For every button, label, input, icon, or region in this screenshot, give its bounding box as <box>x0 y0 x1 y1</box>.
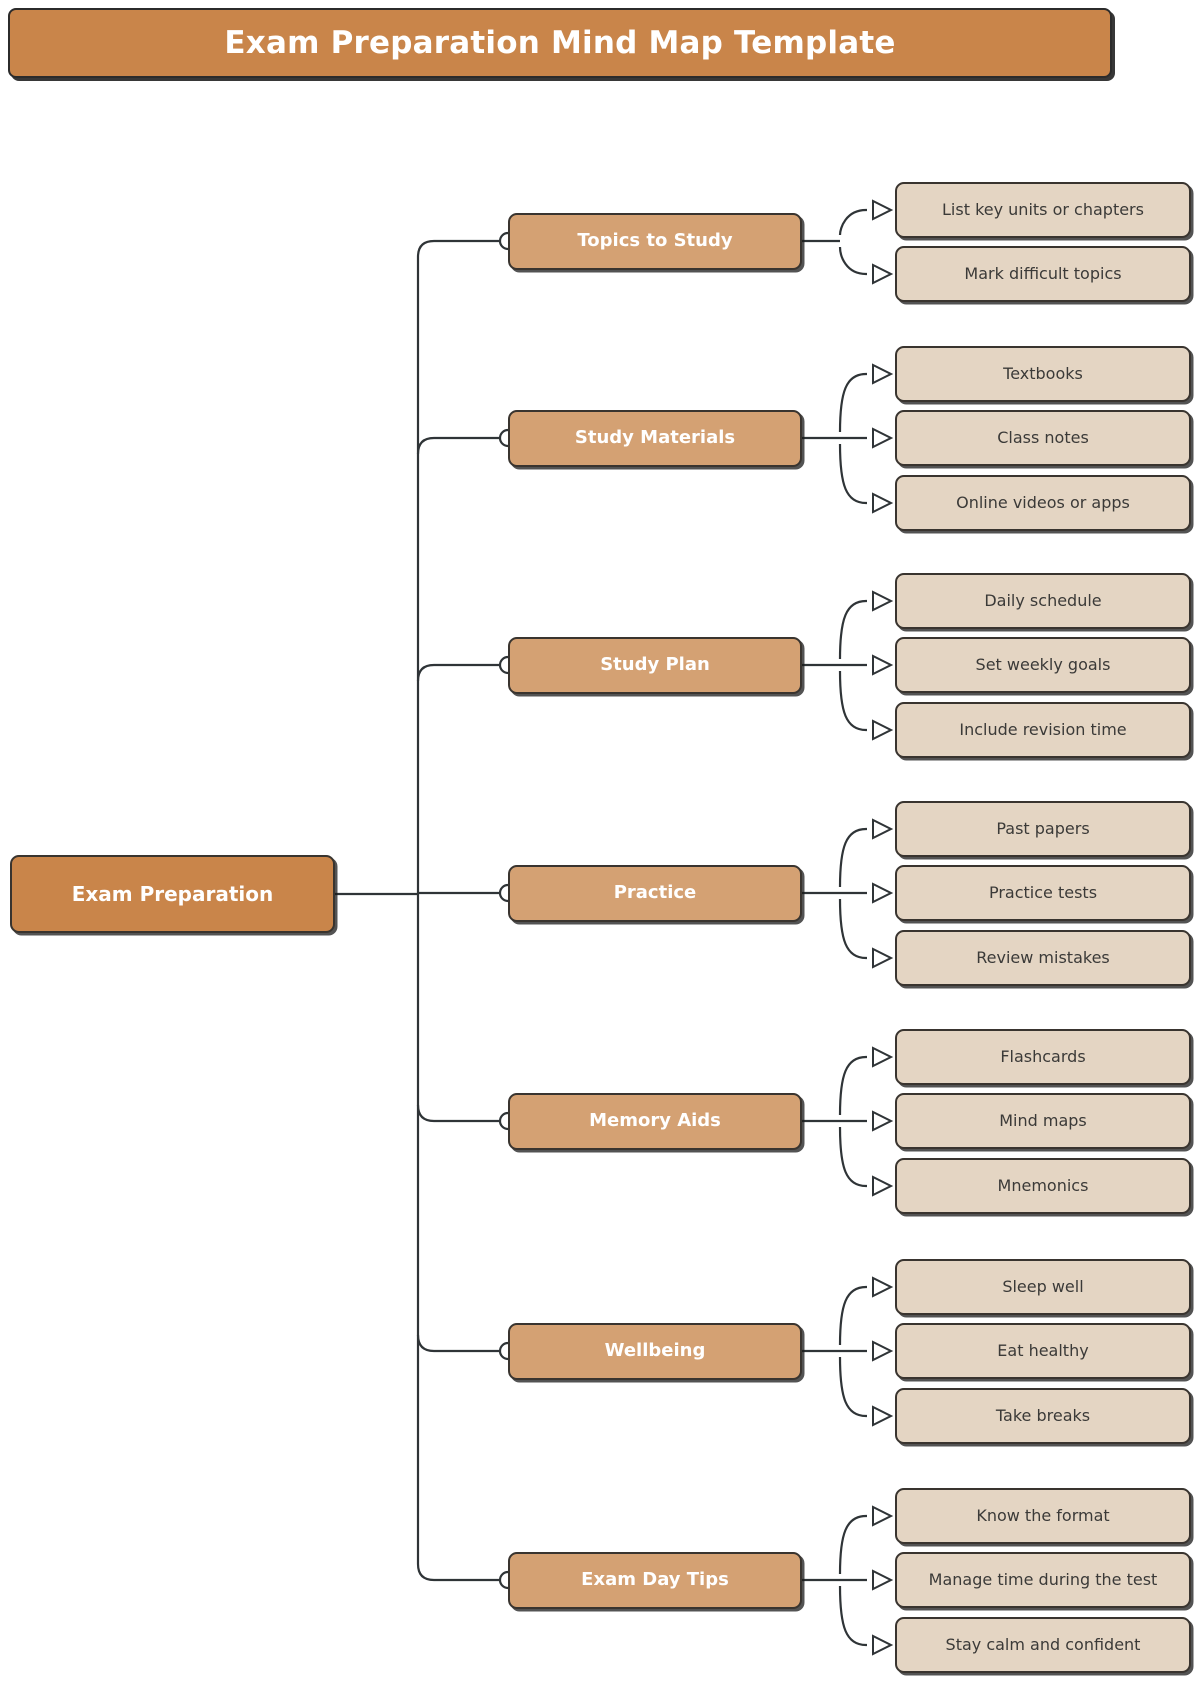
leaf-node-daily-schedule-label: Daily schedule <box>984 590 1102 610</box>
leaf-node-textbooks[interactable]: Textbooks <box>895 346 1191 402</box>
leaf-link-0-1 <box>838 246 867 276</box>
leaf-arrow-4-2 <box>872 1175 894 1197</box>
leaf-node-flashcards[interactable]: Flashcards <box>895 1029 1191 1085</box>
leaf-arrow-4-0 <box>872 1046 894 1068</box>
leaf-arrow-2-2 <box>872 719 894 741</box>
branch-node-topics-to-study[interactable]: Topics to Study <box>508 212 802 270</box>
branch-node-memory-aids-label: Memory Aids <box>589 1109 721 1131</box>
leaf-arrow-3-2 <box>872 947 894 969</box>
leaf-link-6-0 <box>838 1514 867 1575</box>
leaf-arrow-6-1 <box>872 1569 894 1591</box>
leaf-node-review-mistakes[interactable]: Review mistakes <box>895 930 1191 986</box>
branch-link-5 <box>416 1334 508 1353</box>
leaf-node-past-papers-label: Past papers <box>996 818 1090 838</box>
branch-node-practice[interactable]: Practice <box>508 864 802 922</box>
branch-link-4 <box>416 1104 508 1123</box>
leaf-node-know-the-format[interactable]: Know the format <box>895 1488 1191 1544</box>
leaf-link-4-2 <box>838 1126 867 1188</box>
branch-node-practice-label: Practice <box>613 881 697 903</box>
leaf-link-1-0 <box>838 372 867 433</box>
leaf-arrow-5-0 <box>872 1276 894 1298</box>
leaf-node-mark-difficult-topics-label: Mark difficult topics <box>964 263 1122 283</box>
leaf-node-list-key-units-or-chapters-label: List key units or chapters <box>942 199 1144 219</box>
leaf-link-0-0 <box>838 208 867 236</box>
branch-link-2 <box>416 663 508 682</box>
root-node[interactable]: Exam Preparation <box>10 855 335 933</box>
leaf-node-set-weekly-goals[interactable]: Set weekly goals <box>895 637 1191 693</box>
leaf-arrow-5-2 <box>872 1405 894 1427</box>
leaf-link-5-2 <box>838 1356 867 1418</box>
leaf-node-mark-difficult-topics[interactable]: Mark difficult topics <box>895 246 1191 302</box>
leaf-node-list-key-units-or-chapters[interactable]: List key units or chapters <box>895 182 1191 238</box>
leaf-arrow-6-2 <box>872 1634 894 1656</box>
leaf-node-review-mistakes-label: Review mistakes <box>976 947 1110 967</box>
branch-link-0 <box>416 239 508 258</box>
leaf-arrow-1-2 <box>872 492 894 514</box>
leaf-node-daily-schedule[interactable]: Daily schedule <box>895 573 1191 629</box>
leaf-arrow-3-0 <box>872 818 894 840</box>
leaf-node-flashcards-label: Flashcards <box>1000 1046 1086 1066</box>
leaf-node-practice-tests-label: Practice tests <box>988 882 1098 902</box>
leaf-link-1-2 <box>838 443 867 505</box>
leaf-node-mnemonics-label: Mnemonics <box>997 1175 1089 1195</box>
leaf-node-sleep-well-label: Sleep well <box>1002 1276 1084 1296</box>
root-node-label: Exam Preparation <box>71 881 274 906</box>
leaf-node-class-notes[interactable]: Class notes <box>895 410 1191 466</box>
branch-node-wellbeing[interactable]: Wellbeing <box>508 1322 802 1380</box>
leaf-node-manage-time-during-the-test[interactable]: Manage time during the test <box>895 1552 1191 1608</box>
leaf-arrow-5-1 <box>872 1340 894 1362</box>
page-title-banner: Exam Preparation Mind Map Template <box>8 8 1112 78</box>
page-title: Exam Preparation Mind Map Template <box>224 25 896 61</box>
leaf-arrow-4-1 <box>872 1110 894 1132</box>
leaf-node-take-breaks-label: Take breaks <box>995 1405 1091 1425</box>
leaf-arrow-1-0 <box>872 363 894 385</box>
branch-link-6 <box>416 1563 508 1582</box>
leaf-node-mnemonics[interactable]: Mnemonics <box>895 1158 1191 1214</box>
leaf-node-take-breaks[interactable]: Take breaks <box>895 1388 1191 1444</box>
leaf-node-include-revision-time-label: Include revision time <box>959 719 1127 739</box>
leaf-arrow-3-1 <box>872 882 894 904</box>
leaf-link-2-0 <box>838 599 867 660</box>
leaf-node-stay-calm-and-confident[interactable]: Stay calm and confident <box>895 1617 1191 1673</box>
branch-node-study-plan-label: Study Plan <box>600 653 710 675</box>
leaf-node-textbooks-label: Textbooks <box>1003 363 1083 383</box>
leaf-arrow-2-0 <box>872 590 894 612</box>
branch-node-study-materials[interactable]: Study Materials <box>508 409 802 467</box>
branch-node-exam-day-tips[interactable]: Exam Day Tips <box>508 1551 802 1609</box>
leaf-arrow-1-1 <box>872 427 894 449</box>
leaf-arrow-0-0 <box>872 199 894 221</box>
leaf-link-4-0 <box>838 1055 867 1116</box>
leaf-node-online-videos-or-apps-label: Online videos or apps <box>956 492 1130 512</box>
leaf-node-class-notes-label: Class notes <box>997 427 1089 447</box>
leaf-node-include-revision-time[interactable]: Include revision time <box>895 702 1191 758</box>
leaf-node-sleep-well[interactable]: Sleep well <box>895 1259 1191 1315</box>
leaf-node-mind-maps-label: Mind maps <box>999 1110 1087 1130</box>
branch-node-study-plan[interactable]: Study Plan <box>508 636 802 694</box>
branch-node-topics-to-study-label: Topics to Study <box>577 229 733 251</box>
leaf-arrow-0-1 <box>872 263 894 285</box>
leaf-node-know-the-format-label: Know the format <box>976 1505 1110 1525</box>
leaf-node-mind-maps[interactable]: Mind maps <box>895 1093 1191 1149</box>
branch-node-study-materials-label: Study Materials <box>574 426 736 448</box>
leaf-node-online-videos-or-apps[interactable]: Online videos or apps <box>895 475 1191 531</box>
leaf-node-stay-calm-and-confident-label: Stay calm and confident <box>945 1634 1141 1654</box>
leaf-arrow-6-0 <box>872 1505 894 1527</box>
branch-node-memory-aids[interactable]: Memory Aids <box>508 1092 802 1150</box>
branch-link-1 <box>416 436 508 455</box>
leaf-node-past-papers[interactable]: Past papers <box>895 801 1191 857</box>
leaf-node-set-weekly-goals-label: Set weekly goals <box>975 654 1111 674</box>
leaf-link-6-2 <box>838 1585 867 1647</box>
leaf-node-eat-healthy[interactable]: Eat healthy <box>895 1323 1191 1379</box>
leaf-node-practice-tests[interactable]: Practice tests <box>895 865 1191 921</box>
leaf-link-2-2 <box>838 670 867 732</box>
leaf-link-3-0 <box>838 827 867 888</box>
leaf-arrow-2-1 <box>872 654 894 676</box>
leaf-link-5-0 <box>838 1285 867 1346</box>
branch-node-exam-day-tips-label: Exam Day Tips <box>581 1568 729 1590</box>
leaf-link-3-2 <box>838 898 867 960</box>
branch-node-wellbeing-label: Wellbeing <box>604 1339 706 1361</box>
leaf-node-manage-time-during-the-test-label: Manage time during the test <box>928 1569 1158 1589</box>
leaf-node-eat-healthy-label: Eat healthy <box>997 1340 1089 1360</box>
